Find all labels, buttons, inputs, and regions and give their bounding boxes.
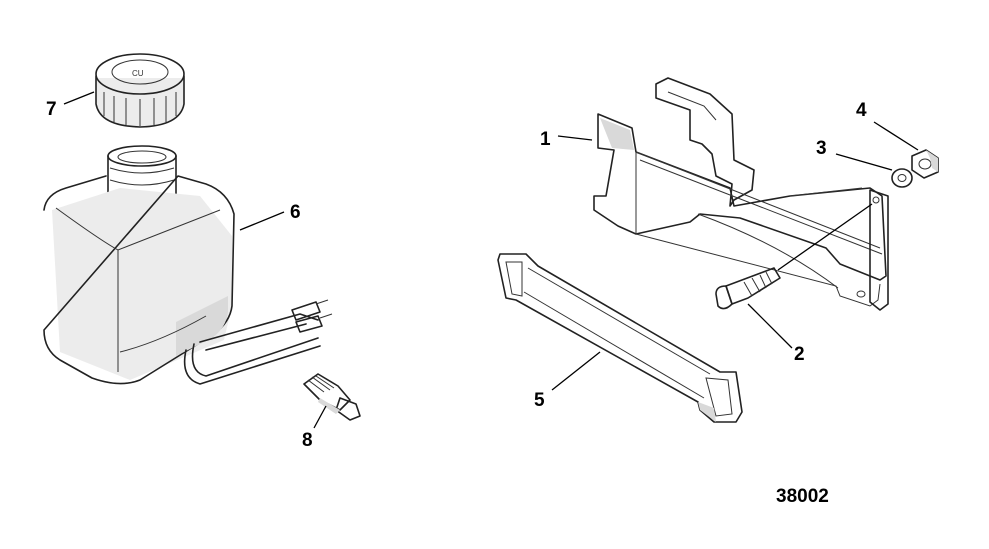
screw-part <box>715 203 873 310</box>
fitting-part <box>303 373 361 421</box>
callout-5: 5 <box>534 390 545 411</box>
leader-1 <box>557 135 593 141</box>
washer-part <box>891 168 913 188</box>
leader-4 <box>873 121 919 151</box>
reservoir-bottle-part <box>43 145 333 385</box>
cap-part: CU <box>95 53 185 128</box>
leader-8 <box>313 405 327 429</box>
strap-part <box>497 253 743 423</box>
callout-1: 1 <box>540 129 551 150</box>
nut-part <box>911 149 939 179</box>
leader-6 <box>239 211 285 231</box>
callout-4: 4 <box>856 100 867 121</box>
leader-5 <box>551 351 601 391</box>
mounting-bracket-part <box>593 77 889 311</box>
callout-6: 6 <box>290 202 301 223</box>
drawing-number: 38002 <box>776 486 829 507</box>
callout-8: 8 <box>302 430 313 451</box>
leader-7 <box>63 91 95 105</box>
leader-3 <box>835 153 893 171</box>
callout-2: 2 <box>794 344 805 365</box>
callout-7: 7 <box>46 99 57 120</box>
svg-text:CU: CU <box>132 69 144 78</box>
leader-2 <box>747 303 793 349</box>
callout-3: 3 <box>816 138 827 159</box>
